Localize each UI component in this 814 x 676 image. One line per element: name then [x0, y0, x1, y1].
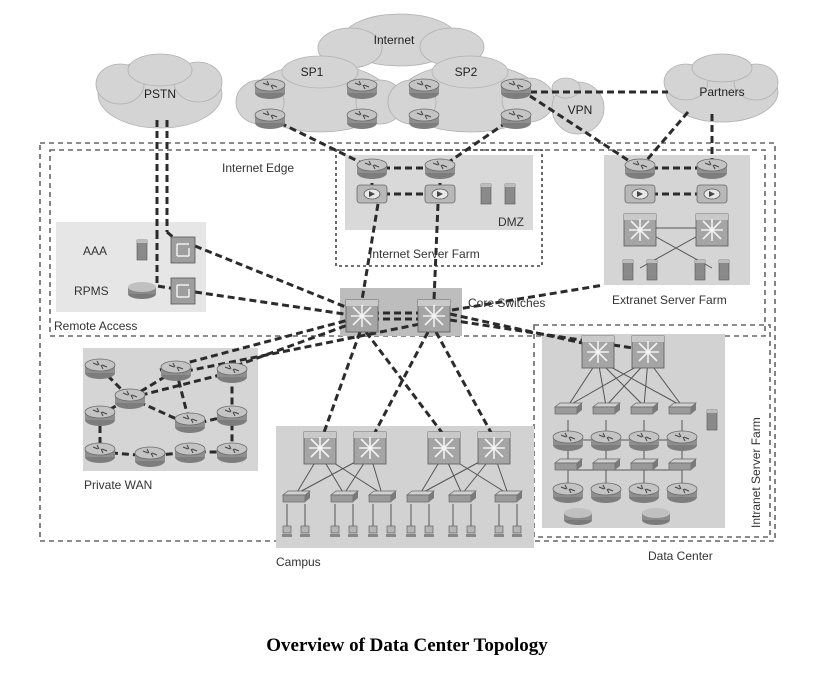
intranet-server-farm-boundary	[533, 324, 771, 538]
data-center-label: Data Center	[648, 549, 713, 563]
internet-server-farm-label: Internet Server Farm	[369, 247, 480, 261]
dmz-label: DMZ	[498, 215, 524, 229]
sp1-label: SP1	[301, 65, 324, 79]
vpn-label: VPN	[568, 103, 593, 117]
intranet-server-farm-label: Intranet Server Farm	[749, 417, 763, 528]
pstn-label: PSTN	[144, 87, 176, 101]
aaa-label: AAA	[83, 244, 107, 258]
campus-label: Campus	[276, 555, 321, 569]
core-switches-label: Core Switches	[468, 296, 545, 310]
topology-diagram: Internet PSTN Partners	[39, 13, 779, 569]
rpms-label: RPMS	[74, 284, 109, 298]
figure-caption: Overview of Data Center Topology	[266, 635, 548, 656]
remote-access-label: Remote Access	[54, 319, 137, 333]
partners-cloud	[663, 53, 779, 123]
internet-edge-label: Internet Edge	[222, 161, 294, 175]
private-wan-label: Private WAN	[84, 478, 152, 492]
internet-server-farm-boundary	[335, 149, 543, 267]
campus-access-links	[286, 504, 518, 526]
pstn-cloud	[95, 53, 223, 129]
partners-label: Partners	[699, 85, 744, 99]
internet-label: Internet	[374, 33, 415, 47]
sp2-label: SP2	[455, 65, 478, 79]
extranet-server-farm-label: Extranet Server Farm	[612, 293, 727, 307]
